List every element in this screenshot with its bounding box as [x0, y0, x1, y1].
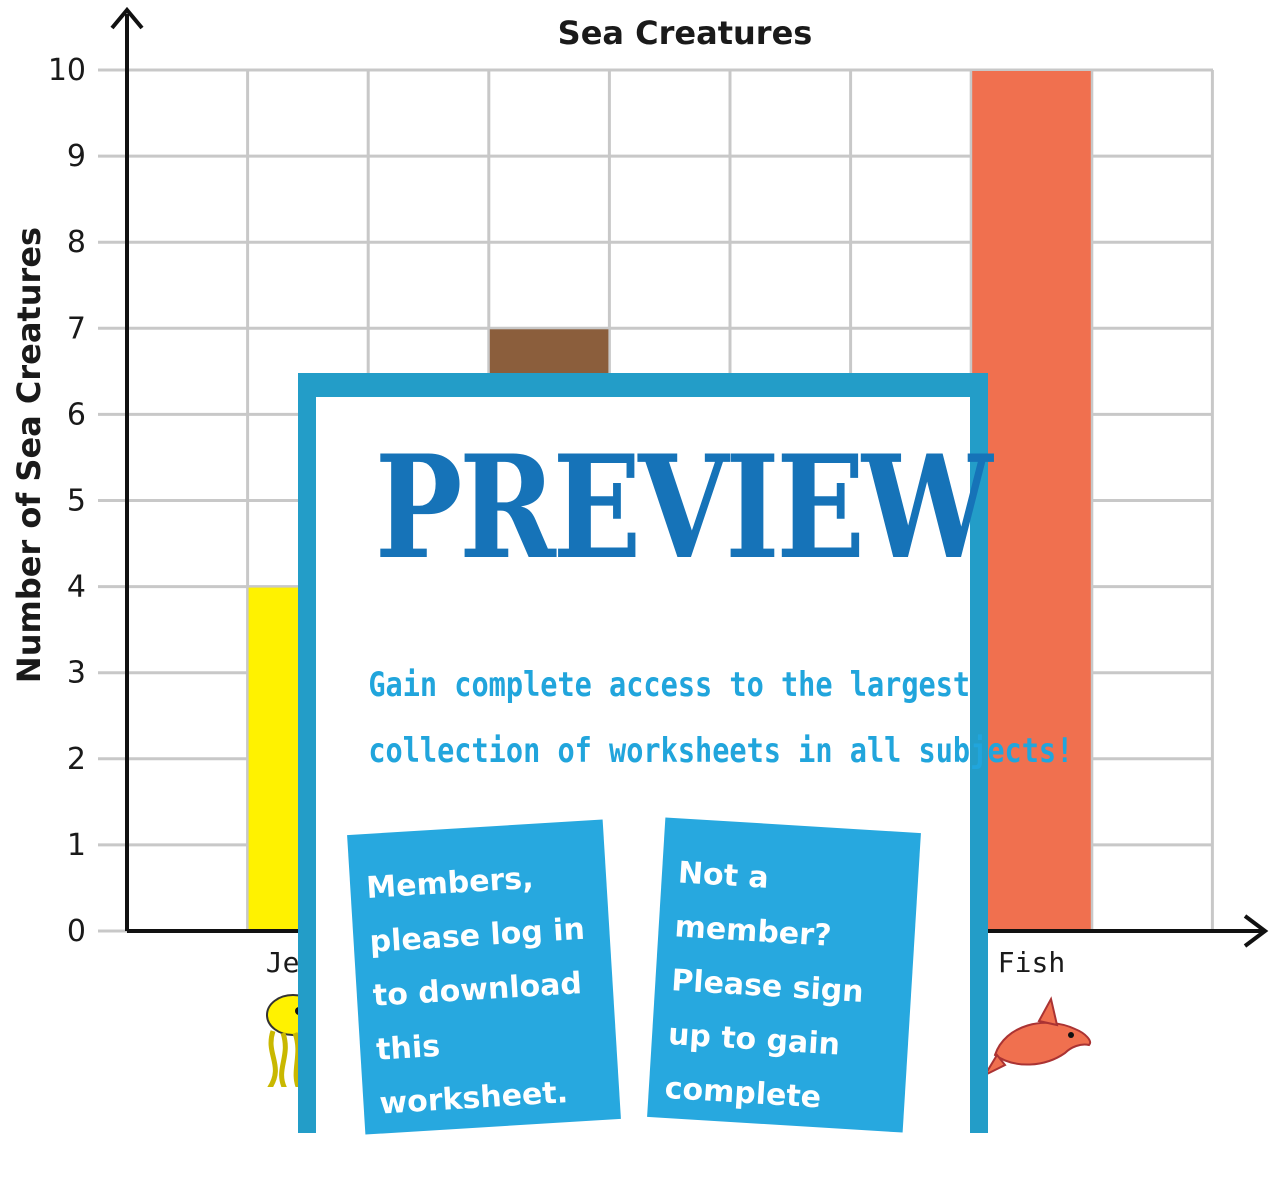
- y-tick-label: 0: [67, 914, 86, 949]
- preview-message: Gain complete access to the largest coll…: [368, 652, 1074, 784]
- bar: [970, 69, 1093, 932]
- y-axis-arrow: [110, 6, 144, 30]
- y-tick-labels: 0 1 2 3 4 5 6 7 8 9 10: [48, 53, 86, 949]
- y-tick-label: 7: [67, 311, 86, 346]
- y-tick-label: 6: [67, 397, 86, 432]
- y-tick-label: 3: [67, 656, 86, 691]
- y-tick-label: 5: [67, 484, 86, 519]
- x-category-label: Fish: [998, 946, 1065, 979]
- y-tick-label: 9: [67, 139, 86, 174]
- preview-panel: PREVIEW Gain complete access to the larg…: [316, 397, 1074, 1167]
- preview-overlay: PREVIEW Gain complete access to the larg…: [298, 373, 1074, 1167]
- preview-message-line-2: collection of worksheets in all subjects…: [368, 731, 1074, 771]
- y-tick-label: 4: [67, 570, 86, 605]
- preview-title: PREVIEW: [374, 425, 993, 591]
- y-tick-label: 10: [48, 53, 86, 88]
- y-tick-label: 1: [67, 828, 86, 863]
- chart-title: Sea Creatures: [558, 14, 813, 52]
- y-tick-label: 8: [67, 225, 86, 260]
- fish-icon: [982, 996, 1091, 1078]
- x-axis-arrow: [1243, 914, 1269, 948]
- members-login-button[interactable]: Members, please log in to download this …: [347, 819, 621, 1135]
- preview-message-line-1: Gain complete access to the largest: [368, 665, 971, 705]
- y-tick-label: 2: [67, 742, 86, 777]
- signup-button[interactable]: Not a member? Please sign up to gain com…: [647, 817, 921, 1167]
- y-axis-label: Number of Sea Creatures: [10, 227, 48, 683]
